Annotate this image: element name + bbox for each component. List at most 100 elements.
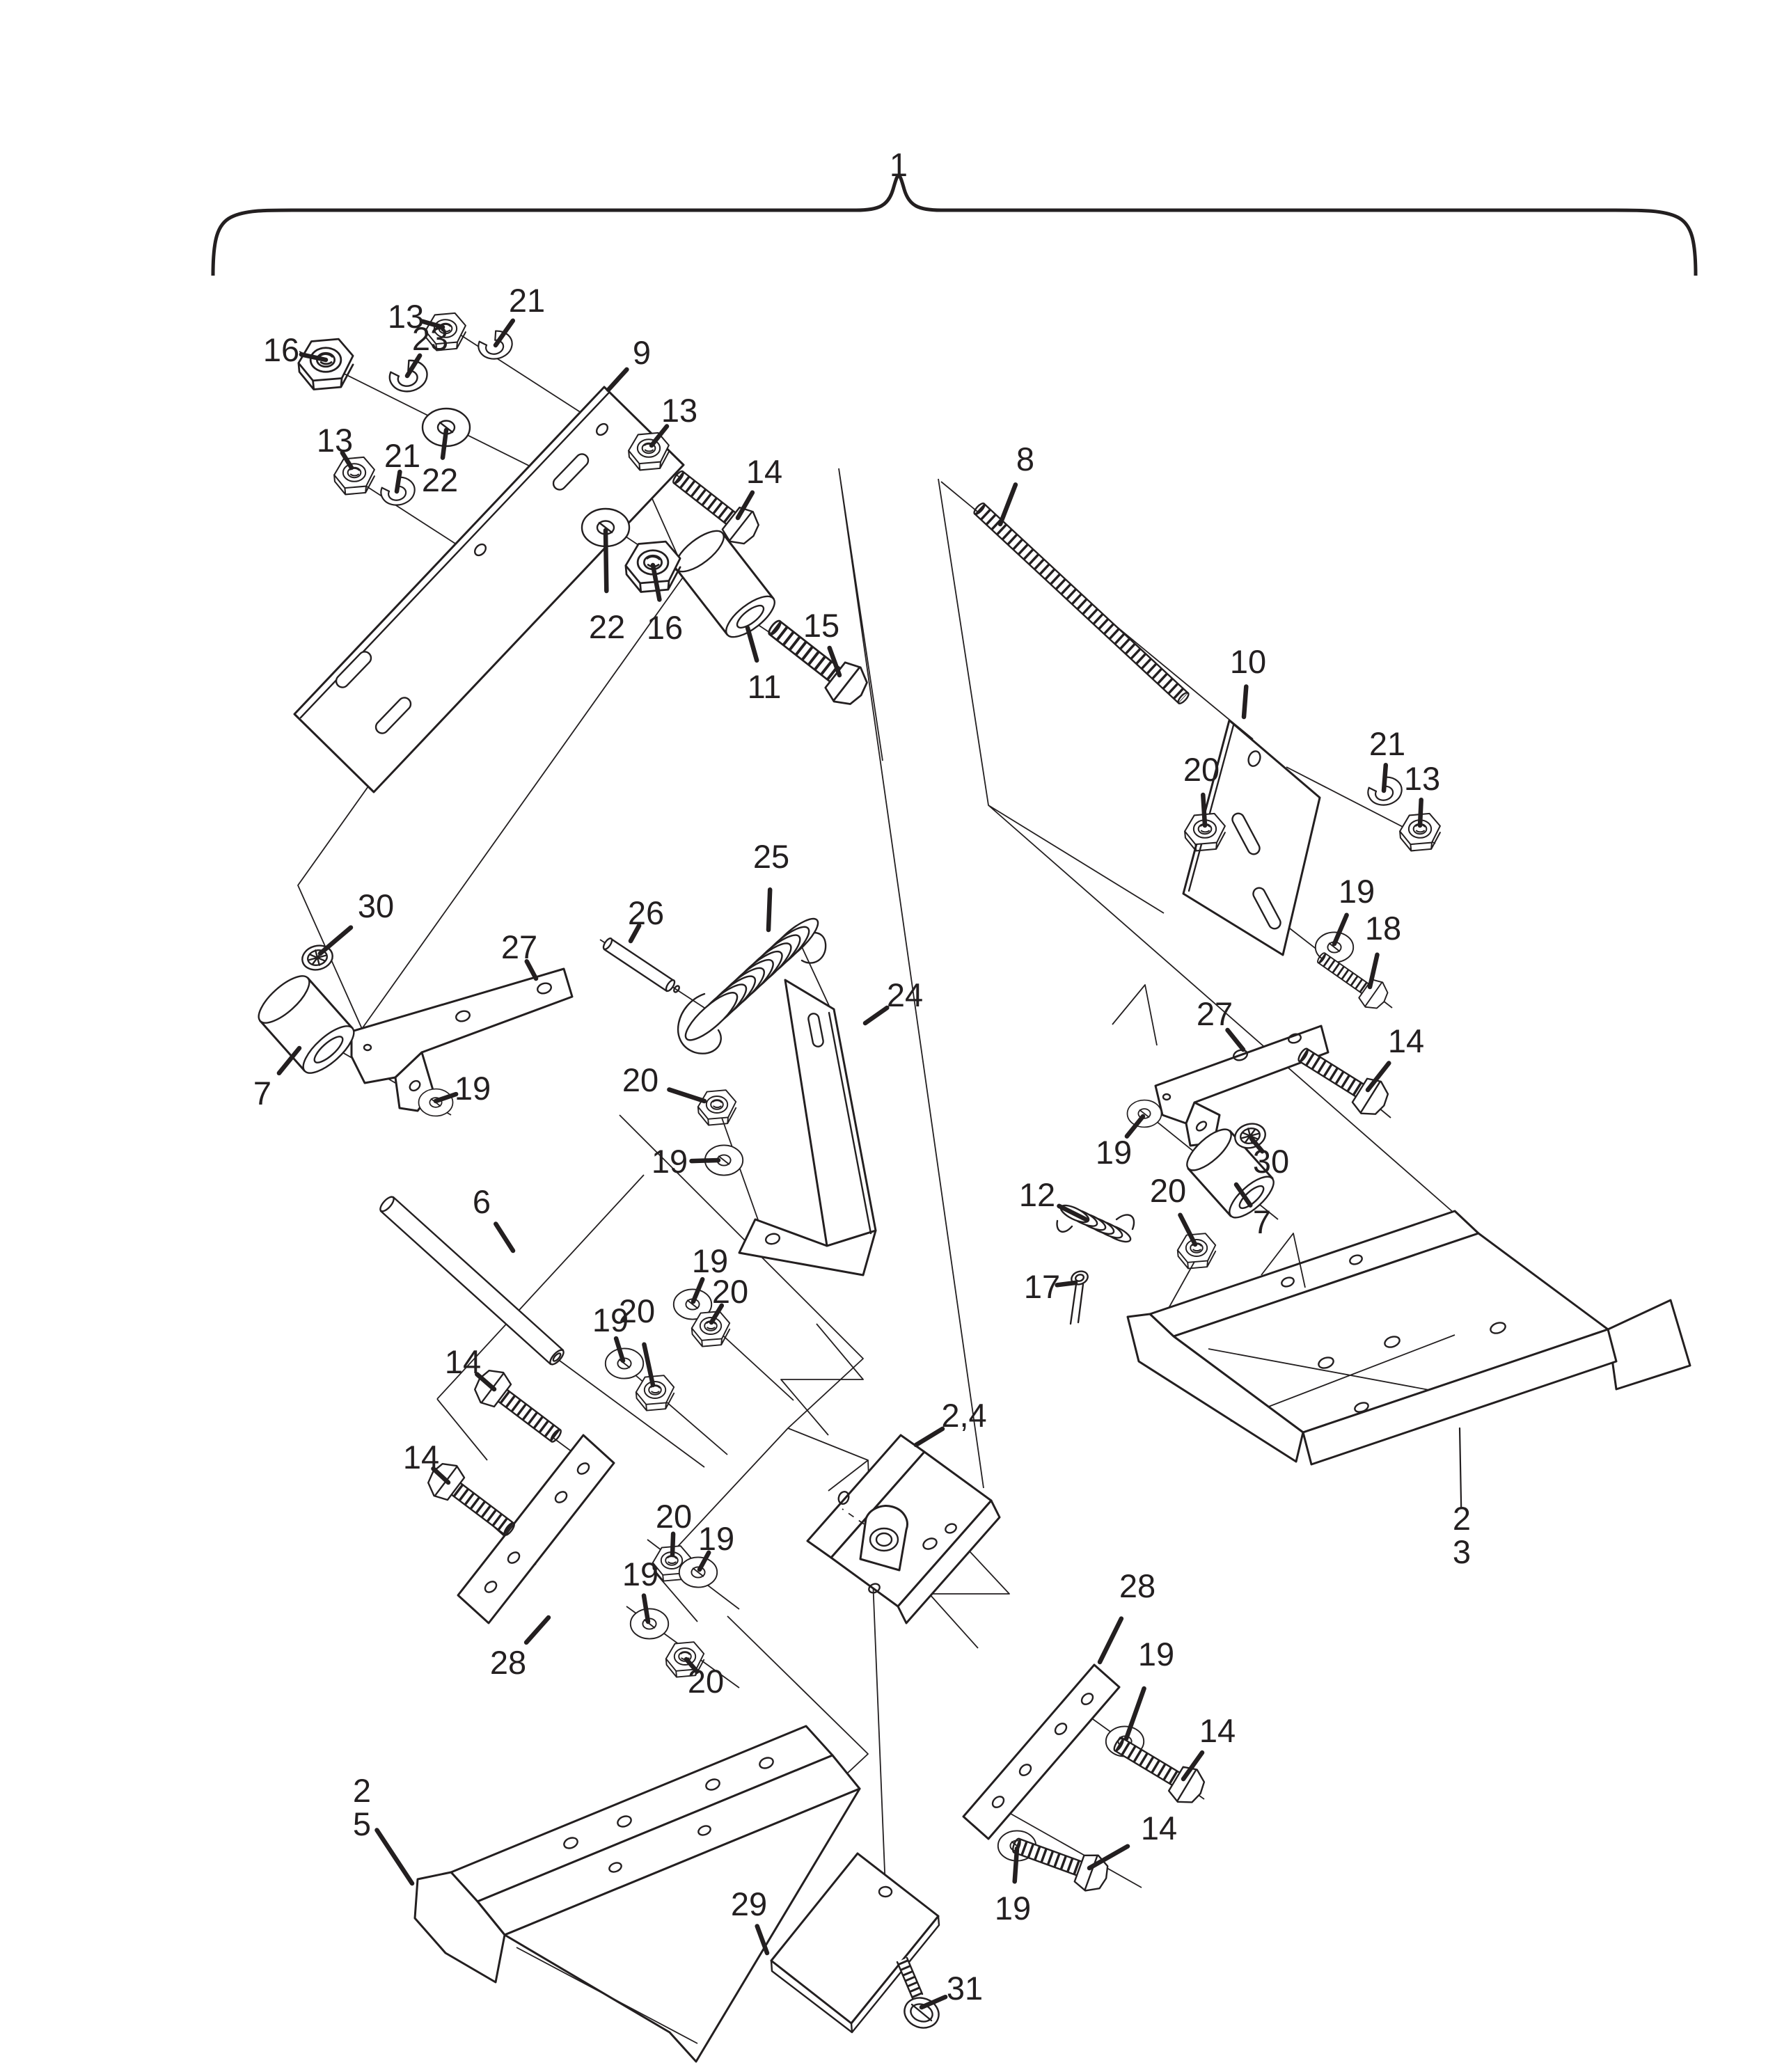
leader-14-12: [735, 490, 755, 521]
rod-6: [379, 1196, 565, 1366]
callout-19-45: 19: [692, 1242, 728, 1279]
callout-19-20: 19: [1339, 873, 1375, 910]
flat-washer-19-d: [1126, 1099, 1162, 1128]
callout-27-31: 27: [1197, 995, 1233, 1032]
leader-6-40: [494, 1221, 516, 1254]
leader-29-59: [755, 1924, 770, 1956]
hex-nut-16-a: [297, 338, 354, 390]
callout-18-21: 18: [1365, 910, 1401, 947]
callout-30-25: 30: [358, 887, 394, 924]
weldment-2-5-left: [413, 1725, 861, 2063]
bracket-24: [738, 979, 877, 1276]
hex-nut-13-b: [333, 456, 375, 496]
callout-29-59: 29: [731, 1885, 767, 1922]
callout-21-17: 21: [1369, 725, 1405, 762]
leader-23-3: [404, 353, 423, 379]
leader-30-34: [1249, 1136, 1265, 1154]
hex-bolt-14-e: [1107, 1727, 1210, 1810]
lock-nut-20-c: [1178, 1233, 1215, 1268]
leader-19-56: [1012, 1846, 1020, 1884]
callout-12-36: 12: [1019, 1176, 1055, 1213]
leader-26-23: [628, 923, 642, 944]
leader-7-35: [1233, 1182, 1253, 1208]
leader-28-52: [523, 1615, 551, 1645]
leader-13-8: [340, 450, 354, 470]
leader-31-60: [919, 1994, 948, 2010]
callout-14-57: 14: [1141, 1810, 1177, 1846]
flat-washer-19-h: [629, 1608, 670, 1640]
leader-21-17: [1381, 762, 1389, 793]
callout-19-43: 19: [592, 1302, 629, 1338]
leader-19-30: [689, 1157, 721, 1164]
leader-20-29: [667, 1087, 707, 1104]
leader-27-31: [1225, 1027, 1246, 1052]
leader-30-25: [317, 925, 354, 956]
callout-13-8: 13: [317, 422, 353, 459]
callout-27-26: 27: [501, 928, 537, 965]
callout-14-12: 14: [746, 453, 782, 490]
callout-25-22: 25: [753, 838, 789, 875]
leader-22-7: [440, 427, 449, 460]
callout-24-47: 2,4: [941, 1397, 986, 1434]
flat-washer-19-g: [678, 1556, 718, 1588]
leader-20-46: [709, 1303, 725, 1325]
pin-26: [602, 938, 680, 993]
bracket-2-4-center: [806, 1434, 1001, 1624]
plate-29: [770, 1852, 940, 2034]
leader-20-44: [642, 1342, 656, 1388]
callout-22-7: 22: [422, 461, 458, 498]
callout-9-5: 9: [633, 334, 651, 371]
spacer-11: [674, 530, 775, 638]
callout-19-50: 19: [622, 1556, 658, 1592]
callout-19-33: 19: [1096, 1134, 1132, 1171]
leader-14-32: [1365, 1061, 1391, 1093]
leader-20-51: [684, 1656, 700, 1674]
callout-20-29: 20: [622, 1061, 658, 1098]
callout-15-14: 15: [803, 607, 839, 644]
extension-spring-25: [677, 917, 827, 1054]
leader-24-24: [862, 1005, 890, 1026]
group-brace: [211, 173, 1698, 276]
leader-20-19: [1201, 792, 1208, 828]
leader-17-38: [1055, 1280, 1078, 1288]
leader-16-11: [650, 562, 662, 602]
flat-bar-28-left: [457, 1434, 615, 1624]
leader-2-3-39: [1458, 1427, 1462, 1510]
leader-19-54: [1123, 1686, 1146, 1741]
leader-7-27: [276, 1045, 302, 1076]
callout-6-40: 6: [473, 1183, 491, 1220]
leader-13-2: [420, 319, 445, 330]
leader-9-5: [606, 367, 629, 393]
cotter-pin-17: [1069, 1270, 1089, 1325]
callout-13-18: 13: [1404, 760, 1440, 797]
callout-30-34: 30: [1253, 1143, 1289, 1180]
bracket-10: [1182, 719, 1321, 956]
leader-19-28: [433, 1091, 459, 1104]
weldment-2-3-right: [1126, 1210, 1691, 1466]
leader-13-18: [1417, 797, 1423, 828]
callout-7-35: 7: [1253, 1203, 1271, 1240]
callout-7-27: 7: [253, 1075, 271, 1112]
callout-28-52: 28: [490, 1644, 526, 1681]
callout-19-56: 19: [995, 1890, 1031, 1927]
callout-14-55: 14: [1199, 1712, 1236, 1749]
callout-20-19: 20: [1183, 751, 1220, 788]
roller-7-right: [1186, 1128, 1275, 1219]
flat-washer-19-e: [604, 1347, 645, 1379]
callout-11-13: 11: [748, 668, 782, 705]
leader-12-36: [1057, 1203, 1089, 1222]
leader-10-16: [1241, 684, 1249, 720]
leader-14-42: [431, 1466, 451, 1485]
leader-19-20: [1332, 912, 1349, 947]
leader-13-6: [649, 424, 670, 448]
flat-washer-19-a: [1314, 931, 1355, 963]
leader-21-4: [493, 318, 516, 348]
leader-21-9: [394, 469, 402, 494]
callout-20-46: 20: [712, 1273, 748, 1310]
callout-13-2: 13: [388, 298, 424, 335]
leader-24-47: [913, 1426, 945, 1448]
leader-19-43: [613, 1336, 626, 1363]
callout-14-41: 14: [445, 1343, 481, 1380]
